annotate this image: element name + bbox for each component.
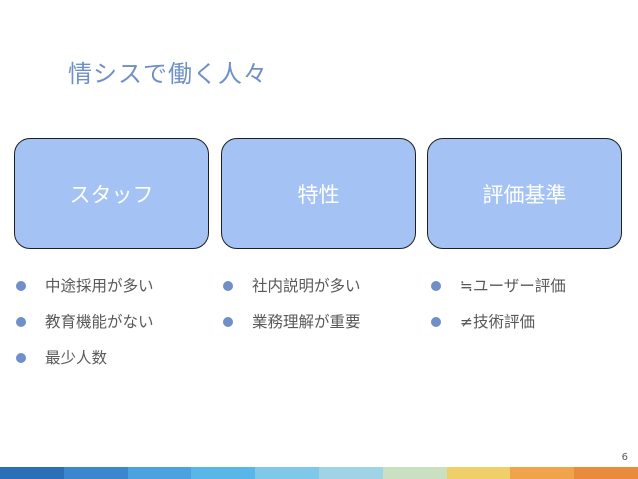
heading-box-staff: スタッフ	[14, 138, 209, 249]
footer-segment	[510, 467, 575, 479]
bullet-icon	[16, 281, 26, 291]
list-item-text: ≠技術評価	[460, 313, 535, 331]
slide-title: 情シスで働く人々	[68, 60, 268, 88]
footer-segment	[574, 467, 638, 479]
list-item: 社内説明が多い	[223, 268, 361, 304]
heading-box-evaluation: 評価基準	[427, 138, 622, 249]
bullet-list-characteristics: 社内説明が多い 業務理解が重要	[223, 268, 361, 340]
heading-label: 特性	[297, 182, 340, 207]
list-item-text: ≒ユーザー評価	[460, 277, 566, 295]
page-number: 6	[621, 452, 628, 463]
bullet-icon	[431, 281, 441, 291]
list-item-text: 業務理解が重要	[252, 313, 361, 331]
list-item-text: 中途採用が多い	[45, 277, 154, 295]
list-item-text: 教育機能がない	[45, 313, 154, 331]
list-item: 最少人数	[16, 340, 154, 376]
bullet-icon	[223, 281, 233, 291]
footer-segment	[0, 467, 64, 479]
list-item: 中途採用が多い	[16, 268, 154, 304]
footer-segment	[191, 467, 256, 479]
heading-label: スタッフ	[69, 182, 154, 207]
heading-box-characteristics: 特性	[221, 138, 416, 249]
footer-segment	[318, 467, 383, 479]
footer-segment	[446, 467, 511, 479]
list-item: ≠技術評価	[431, 304, 566, 340]
footer-segment	[127, 467, 192, 479]
footer-segment	[255, 467, 319, 479]
bullet-icon	[16, 353, 26, 363]
bullet-list-staff: 中途採用が多い 教育機能がない 最少人数	[16, 268, 154, 376]
footer-segment	[382, 467, 447, 479]
bullet-list-evaluation: ≒ユーザー評価 ≠技術評価	[431, 268, 566, 340]
footer-segment	[63, 467, 128, 479]
list-item-text: 社内説明が多い	[252, 277, 361, 295]
list-item: 業務理解が重要	[223, 304, 361, 340]
list-item: ≒ユーザー評価	[431, 268, 566, 304]
bullet-icon	[223, 317, 233, 327]
bullet-icon	[16, 317, 26, 327]
list-item-text: 最少人数	[45, 349, 108, 367]
list-item: 教育機能がない	[16, 304, 154, 340]
heading-label: 評価基準	[482, 182, 567, 207]
footer-color-bar	[0, 467, 638, 479]
bullet-icon	[431, 317, 441, 327]
